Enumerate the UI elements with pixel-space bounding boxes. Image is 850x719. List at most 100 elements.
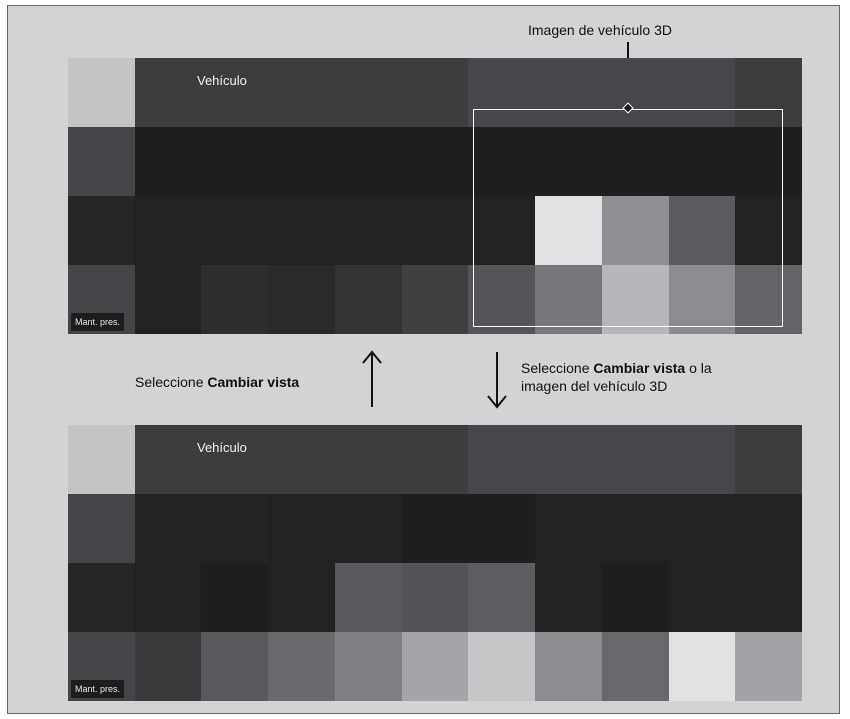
screen-tile	[134, 563, 202, 632]
screen-tile	[334, 196, 402, 265]
screen-tile	[401, 196, 469, 265]
screen-tile	[668, 494, 736, 563]
screen-tile	[668, 563, 736, 632]
screen-tile	[601, 494, 669, 563]
instruction-prefix: Seleccione	[521, 360, 594, 376]
screen-tile	[334, 265, 402, 334]
screen-tile	[468, 58, 536, 127]
maintenance-pressure-button[interactable]: Mant. pres.	[71, 313, 125, 331]
screen-tile	[334, 632, 402, 701]
screen-tile	[735, 265, 802, 334]
screen-tile	[735, 127, 802, 196]
arrow-down-icon	[487, 352, 507, 409]
screen-tile	[68, 127, 135, 196]
vehicle-screen-top: Vehículo Mant. pres.	[68, 58, 802, 334]
screen-tile	[401, 494, 469, 563]
screen-tile	[134, 58, 202, 127]
screen-tile	[601, 425, 669, 494]
screen-tile	[68, 58, 135, 127]
screen-tile	[601, 127, 669, 196]
screen-tile	[201, 58, 269, 127]
screen-tile	[268, 127, 335, 196]
screen-tile	[535, 425, 602, 494]
screen-tile	[134, 494, 202, 563]
screen-tile	[334, 494, 402, 563]
screen-tile	[201, 127, 269, 196]
screen-tile	[401, 265, 469, 334]
screen-tile	[268, 632, 335, 701]
screen-tile	[468, 196, 536, 265]
screen-tile	[668, 127, 736, 196]
screen-tile	[201, 563, 269, 632]
screen-tile	[468, 563, 536, 632]
change-view-label: Cambiar vista	[593, 360, 686, 376]
screen-tile	[334, 58, 402, 127]
screen-tile	[601, 265, 669, 334]
screen-tile	[668, 196, 736, 265]
screen-tile	[668, 265, 736, 334]
screen-tile	[601, 58, 669, 127]
screen-tile	[401, 127, 469, 196]
vehicle-3d-image-highlight[interactable]	[473, 109, 783, 327]
switch-view-down-instruction: Seleccione Cambiar vista o la imagen del…	[521, 359, 712, 395]
instruction-suffix: o la	[685, 360, 712, 376]
screen-tile	[201, 494, 269, 563]
screen-tile	[201, 265, 269, 334]
screen-tile	[134, 265, 202, 334]
screen-tile	[268, 58, 335, 127]
screen-tile	[668, 632, 736, 701]
screen-tile	[68, 196, 135, 265]
screen-tile	[334, 127, 402, 196]
screen-tile	[468, 632, 536, 701]
screen-tile	[134, 196, 202, 265]
screen-tile	[535, 196, 602, 265]
instruction-line-2: imagen del vehículo 3D	[521, 378, 668, 394]
screen-tile	[268, 563, 335, 632]
screen-tile	[668, 425, 736, 494]
screen-title: Vehículo	[197, 440, 247, 455]
screen-tile	[134, 425, 202, 494]
screen-tile	[535, 494, 602, 563]
screen-tile	[134, 127, 202, 196]
screen-tile	[735, 425, 802, 494]
screen-tile	[535, 127, 602, 196]
screen-tile	[735, 563, 802, 632]
screen-tile	[468, 494, 536, 563]
screen-tile	[268, 265, 335, 334]
screen-tile	[334, 563, 402, 632]
screen-tile	[468, 127, 536, 196]
arrow-up-icon	[362, 350, 382, 407]
screen-tile	[535, 58, 602, 127]
screen-tile	[668, 58, 736, 127]
screen-tile	[401, 632, 469, 701]
instruction-prefix: Seleccione	[135, 374, 208, 390]
screen-tile	[735, 632, 802, 701]
screen-tile	[535, 632, 602, 701]
screen-tile	[401, 563, 469, 632]
vehicle-screen-bottom: Vehículo Mant. pres.	[68, 425, 802, 701]
screen-tile	[68, 494, 135, 563]
screen-tile	[601, 196, 669, 265]
change-view-label: Cambiar vista	[207, 374, 300, 390]
screen-tile	[201, 425, 269, 494]
screen-tile	[735, 494, 802, 563]
screen-tile	[201, 632, 269, 701]
switch-view-up-instruction: Seleccione Cambiar vista	[135, 373, 299, 391]
screen-tile	[535, 563, 602, 632]
screen-tile	[268, 425, 335, 494]
screen-tile	[468, 265, 536, 334]
maintenance-pressure-button[interactable]: Mant. pres.	[71, 680, 125, 698]
screen-tile	[601, 632, 669, 701]
screen-tile	[735, 196, 802, 265]
screen-tile	[601, 563, 669, 632]
screen-tile	[68, 425, 135, 494]
screen-tile	[268, 494, 335, 563]
screen-tile	[401, 58, 469, 127]
screen-title: Vehículo	[197, 73, 247, 88]
screen-tile	[401, 425, 469, 494]
screen-tile	[468, 425, 536, 494]
vehicle-image-callout-label: Imagen de vehículo 3D	[528, 22, 672, 38]
screen-tile	[134, 632, 202, 701]
screen-tile	[268, 196, 335, 265]
screen-tile	[201, 196, 269, 265]
